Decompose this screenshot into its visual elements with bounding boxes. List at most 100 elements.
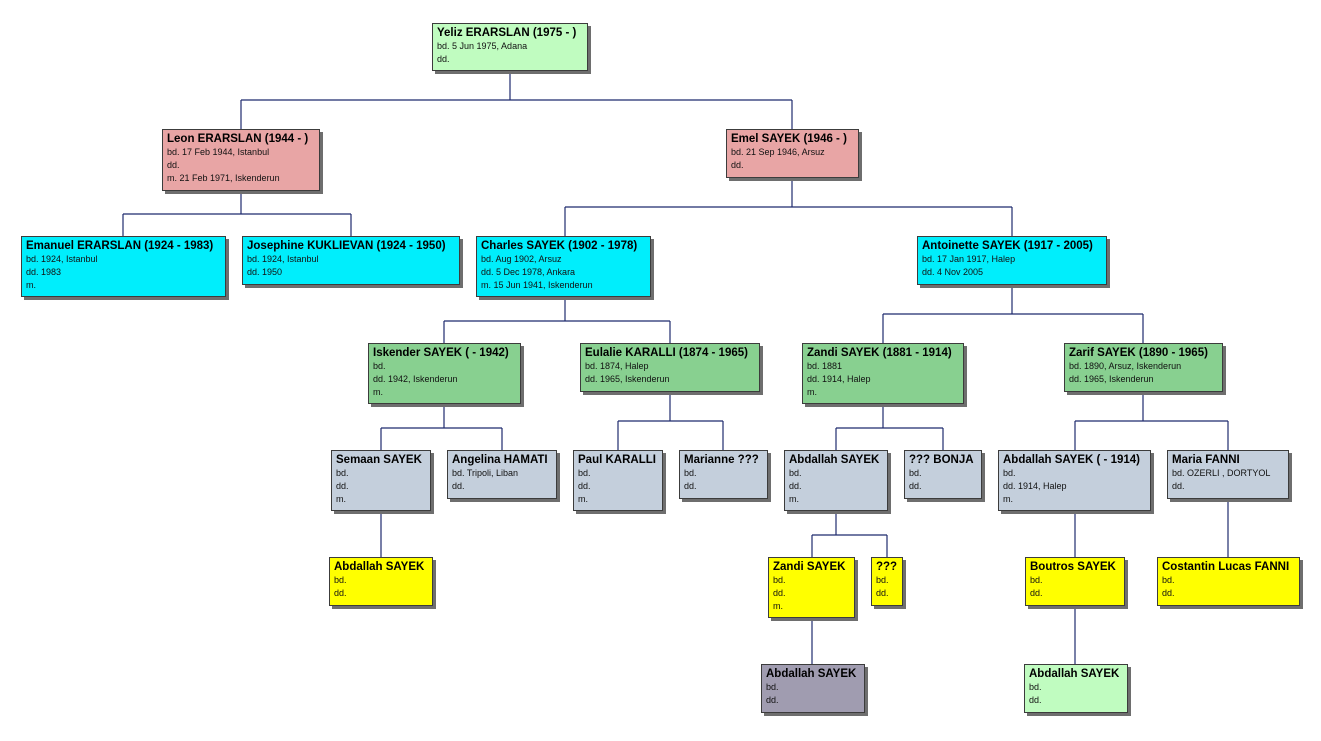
person-detail: m. [373,387,383,397]
person-detail: bd. [684,468,697,478]
person-name: Abdallah SAYEK [334,561,425,573]
person-detail: bd. [789,468,802,478]
person-detail: dd. [437,54,450,64]
person-detail: m. 21 Feb 1971, Iskenderun [167,173,280,183]
person-node-charles[interactable]: Charles SAYEK (1902 - 1978) bd. Aug 1902… [476,236,651,297]
person-name: Abdallah SAYEK ( - 1914) [1003,454,1140,466]
person-node-unknown[interactable]: ??? bd. dd. [871,557,903,606]
person-detail: bd. 1924, Istanbul [247,254,319,264]
person-node-josephine[interactable]: Josephine KUKLIEVAN (1924 - 1950) bd. 19… [242,236,460,285]
person-node-zarif[interactable]: Zarif SAYEK (1890 - 1965) bd. 1890, Arsu… [1064,343,1223,392]
person-detail: bd. Aug 1902, Arsuz [481,254,562,264]
person-node-maria[interactable]: Maria FANNI bd. OZERLI , DORTYOL dd. [1167,450,1289,499]
person-detail: bd. [1030,575,1043,585]
person-node-yeliz[interactable]: Yeliz ERARSLAN (1975 - ) bd. 5 Jun 1975,… [432,23,588,71]
person-detail: dd. [731,160,744,170]
person-name: Iskender SAYEK ( - 1942) [373,347,509,359]
person-detail: bd. 1881 [807,361,843,371]
person-detail: bd. [1003,468,1016,478]
person-node-zandi-2[interactable]: Zandi SAYEK bd. dd. m. [768,557,855,618]
person-detail: bd. [1029,682,1042,692]
person-detail: dd. 1914, Halep [807,374,871,384]
person-detail: bd. [334,575,347,585]
person-node-bonja[interactable]: ??? BONJA bd. dd. [904,450,982,499]
person-node-eulalie[interactable]: Eulalie KARALLI (1874 - 1965) bd. 1874, … [580,343,760,392]
person-detail: bd. 17 Feb 1944, Istanbul [167,147,270,157]
person-node-abdallah-4[interactable]: Abdallah SAYEK bd. dd. [761,664,865,713]
person-detail: m. [26,280,36,290]
person-detail: bd. [1162,575,1175,585]
person-detail: dd. [452,481,465,491]
person-detail: m. [773,601,783,611]
person-detail: bd. [766,682,779,692]
person-detail: dd. 5 Dec 1978, Ankara [481,267,576,277]
person-detail: dd. [773,588,786,598]
person-name: Paul KARALLI [578,454,656,466]
person-name: Zandi SAYEK (1881 - 1914) [807,347,952,359]
person-detail: dd. 1983 [26,267,62,277]
person-detail: dd. [876,588,889,598]
person-name: Abdallah SAYEK [789,454,880,466]
person-node-boutros[interactable]: Boutros SAYEK bd. dd. [1025,557,1125,606]
person-detail: bd. 1874, Halep [585,361,649,371]
person-detail: m. 15 Jun 1941, Iskenderun [481,280,593,290]
person-detail: m. [336,494,346,504]
person-node-abdallah-5[interactable]: Abdallah SAYEK bd. dd. [1024,664,1128,713]
person-detail: dd. [684,481,697,491]
person-node-abdallah-2[interactable]: Abdallah SAYEK ( - 1914) bd. dd. 1914, H… [998,450,1151,511]
person-node-emel[interactable]: Emel SAYEK (1946 - ) bd. 21 Sep 1946, Ar… [726,129,859,178]
person-node-emanuel[interactable]: Emanuel ERARSLAN (1924 - 1983) bd. 1924,… [21,236,226,297]
person-detail: dd. 4 Nov 2005 [922,267,984,277]
person-detail: bd. OZERLI , DORTYOL [1172,468,1271,478]
person-name: Emanuel ERARSLAN (1924 - 1983) [26,240,214,252]
person-node-semaan[interactable]: Semaan SAYEK bd. dd. m. [331,450,431,511]
person-name: ??? [876,561,898,573]
person-detail: bd. Tripoli, Liban [452,468,519,478]
person-node-costantin[interactable]: Costantin Lucas FANNI bd. dd. [1157,557,1300,606]
person-detail: dd. [1162,588,1175,598]
person-name: Yeliz ERARSLAN (1975 - ) [437,27,577,39]
person-detail: bd. 5 Jun 1975, Adana [437,41,528,51]
person-detail: bd. [336,468,349,478]
person-detail: bd. [578,468,591,478]
person-node-abdallah-1[interactable]: Abdallah SAYEK bd. dd. m. [784,450,888,511]
person-detail: m. [807,387,817,397]
person-node-abdallah-3[interactable]: Abdallah SAYEK bd. dd. [329,557,433,606]
person-name: Semaan SAYEK [336,454,422,466]
person-detail: m. [789,494,799,504]
person-name: Zandi SAYEK [773,561,846,573]
person-detail: dd. [578,481,591,491]
person-name: Boutros SAYEK [1030,561,1116,573]
person-node-angelina[interactable]: Angelina HAMATI bd. Tripoli, Liban dd. [447,450,557,499]
person-detail: dd. [766,695,779,705]
person-node-paul[interactable]: Paul KARALLI bd. dd. m. [573,450,663,511]
person-detail: dd. [336,481,349,491]
person-detail: dd. [1030,588,1043,598]
person-detail: dd. [909,481,922,491]
person-name: Charles SAYEK (1902 - 1978) [481,240,638,252]
person-name: Zarif SAYEK (1890 - 1965) [1069,347,1208,359]
person-name: Josephine KUKLIEVAN (1924 - 1950) [247,240,446,252]
person-detail: dd. 1914, Halep [1003,481,1067,491]
person-detail: m. [578,494,588,504]
person-name: Marianne ??? [684,454,759,466]
person-detail: bd. 17 Jan 1917, Halep [922,254,1016,264]
person-node-marianne[interactable]: Marianne ??? bd. dd. [679,450,768,499]
person-node-zandi-1881[interactable]: Zandi SAYEK (1881 - 1914) bd. 1881 dd. 1… [802,343,964,404]
person-detail: dd. 1950 [247,267,283,277]
person-node-antoinette[interactable]: Antoinette SAYEK (1917 - 2005) bd. 17 Ja… [917,236,1107,285]
person-node-iskender[interactable]: Iskender SAYEK ( - 1942) bd. dd. 1942, I… [368,343,521,404]
person-detail: dd. 1965, Iskenderun [1069,374,1154,384]
person-detail: bd. [909,468,922,478]
person-name: ??? BONJA [909,454,974,466]
person-detail: dd. 1965, Iskenderun [585,374,670,384]
person-name: Costantin Lucas FANNI [1162,561,1290,573]
person-detail: dd. [167,160,180,170]
person-name: Abdallah SAYEK [1029,668,1120,680]
person-detail: dd. 1942, Iskenderun [373,374,458,384]
person-detail: dd. [334,588,347,598]
person-name: Abdallah SAYEK [766,668,857,680]
person-detail: bd. 1890, Arsuz, Iskenderun [1069,361,1182,371]
person-detail: bd. [876,575,889,585]
person-node-leon[interactable]: Leon ERARSLAN (1944 - ) bd. 17 Feb 1944,… [162,129,320,191]
